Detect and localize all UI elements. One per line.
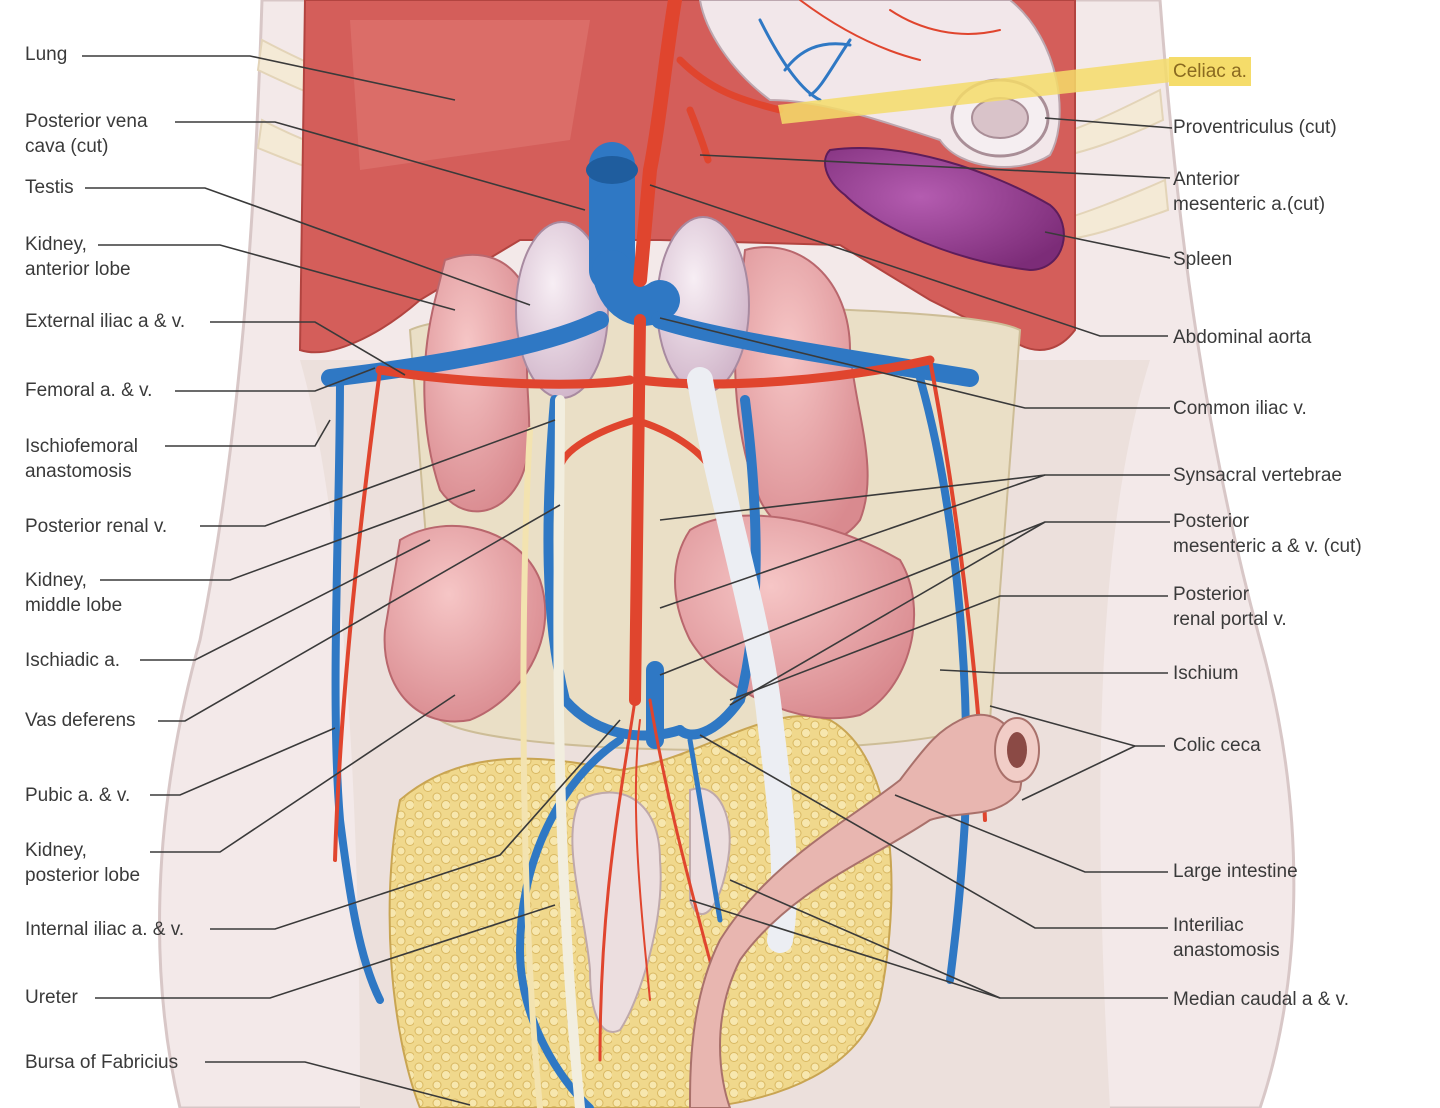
label-synsacral-vertebrae: Synsacral vertebrae bbox=[1173, 465, 1342, 486]
label-femoral: Femoral a. & v. bbox=[25, 380, 153, 401]
label-lung: Lung bbox=[25, 44, 68, 65]
label-kidney-posterior-lobe: Kidney, posterior lobe bbox=[25, 840, 141, 886]
label-pubic: Pubic a. & v. bbox=[25, 785, 131, 806]
fat-tissue bbox=[388, 714, 893, 1108]
label-ischiofemoral-anastomosis: Ischiofemoral anastomosis bbox=[25, 436, 138, 482]
label-testis: Testis bbox=[25, 177, 74, 198]
label-interiliac-anastomosis: Interiliac anastomosis bbox=[1173, 915, 1280, 961]
label-median-caudal: Median caudal a & v. bbox=[1173, 989, 1350, 1010]
label-celiac-artery: Celiac a. bbox=[1169, 57, 1251, 86]
label-internal-iliac: Internal iliac a. & v. bbox=[25, 919, 185, 940]
bursa bbox=[571, 791, 662, 1033]
label-proventriculus: Proventriculus (cut) bbox=[1173, 117, 1337, 138]
label-ischium: Ischium bbox=[1173, 663, 1239, 684]
label-abdominal-aorta: Abdominal aorta bbox=[1173, 327, 1312, 348]
label-posterior-vena-cava: Posterior vena cava (cut) bbox=[25, 111, 148, 157]
label-vas-deferens: Vas deferens bbox=[25, 710, 136, 731]
label-posterior-renal-vein: Posterior renal v. bbox=[25, 516, 168, 537]
label-bursa-of-fabricius: Bursa of Fabricius bbox=[25, 1052, 179, 1073]
testes bbox=[515, 216, 750, 399]
label-colic-ceca: Colic ceca bbox=[1173, 735, 1261, 756]
left-kidney-middle bbox=[383, 525, 547, 723]
label-posterior-mesenteric: Posterior mesenteric a & v. (cut) bbox=[1173, 511, 1362, 557]
label-anterior-mesenteric: Anterior mesenteric a.(cut) bbox=[1173, 169, 1326, 215]
label-kidney-anterior-lobe: Kidney, anterior lobe bbox=[25, 234, 131, 280]
label-common-iliac-vein: Common iliac v. bbox=[1173, 398, 1307, 419]
highlight-bar bbox=[778, 58, 1172, 124]
label-spleen: Spleen bbox=[1173, 249, 1233, 270]
label-ischiadic-artery: Ischiadic a. bbox=[25, 650, 121, 671]
right-kidney-anterior bbox=[734, 246, 869, 543]
leader-lines bbox=[82, 55, 1173, 1106]
label-external-iliac: External iliac a & v. bbox=[25, 311, 186, 332]
label-posterior-renal-portal: Posterior renal portal v. bbox=[1173, 584, 1287, 630]
label-large-intestine: Large intestine bbox=[1173, 861, 1298, 882]
label-ureter: Ureter bbox=[25, 987, 78, 1008]
spleen bbox=[824, 147, 1065, 272]
label-kidney-middle-lobe: Kidney, middle lobe bbox=[25, 570, 123, 616]
